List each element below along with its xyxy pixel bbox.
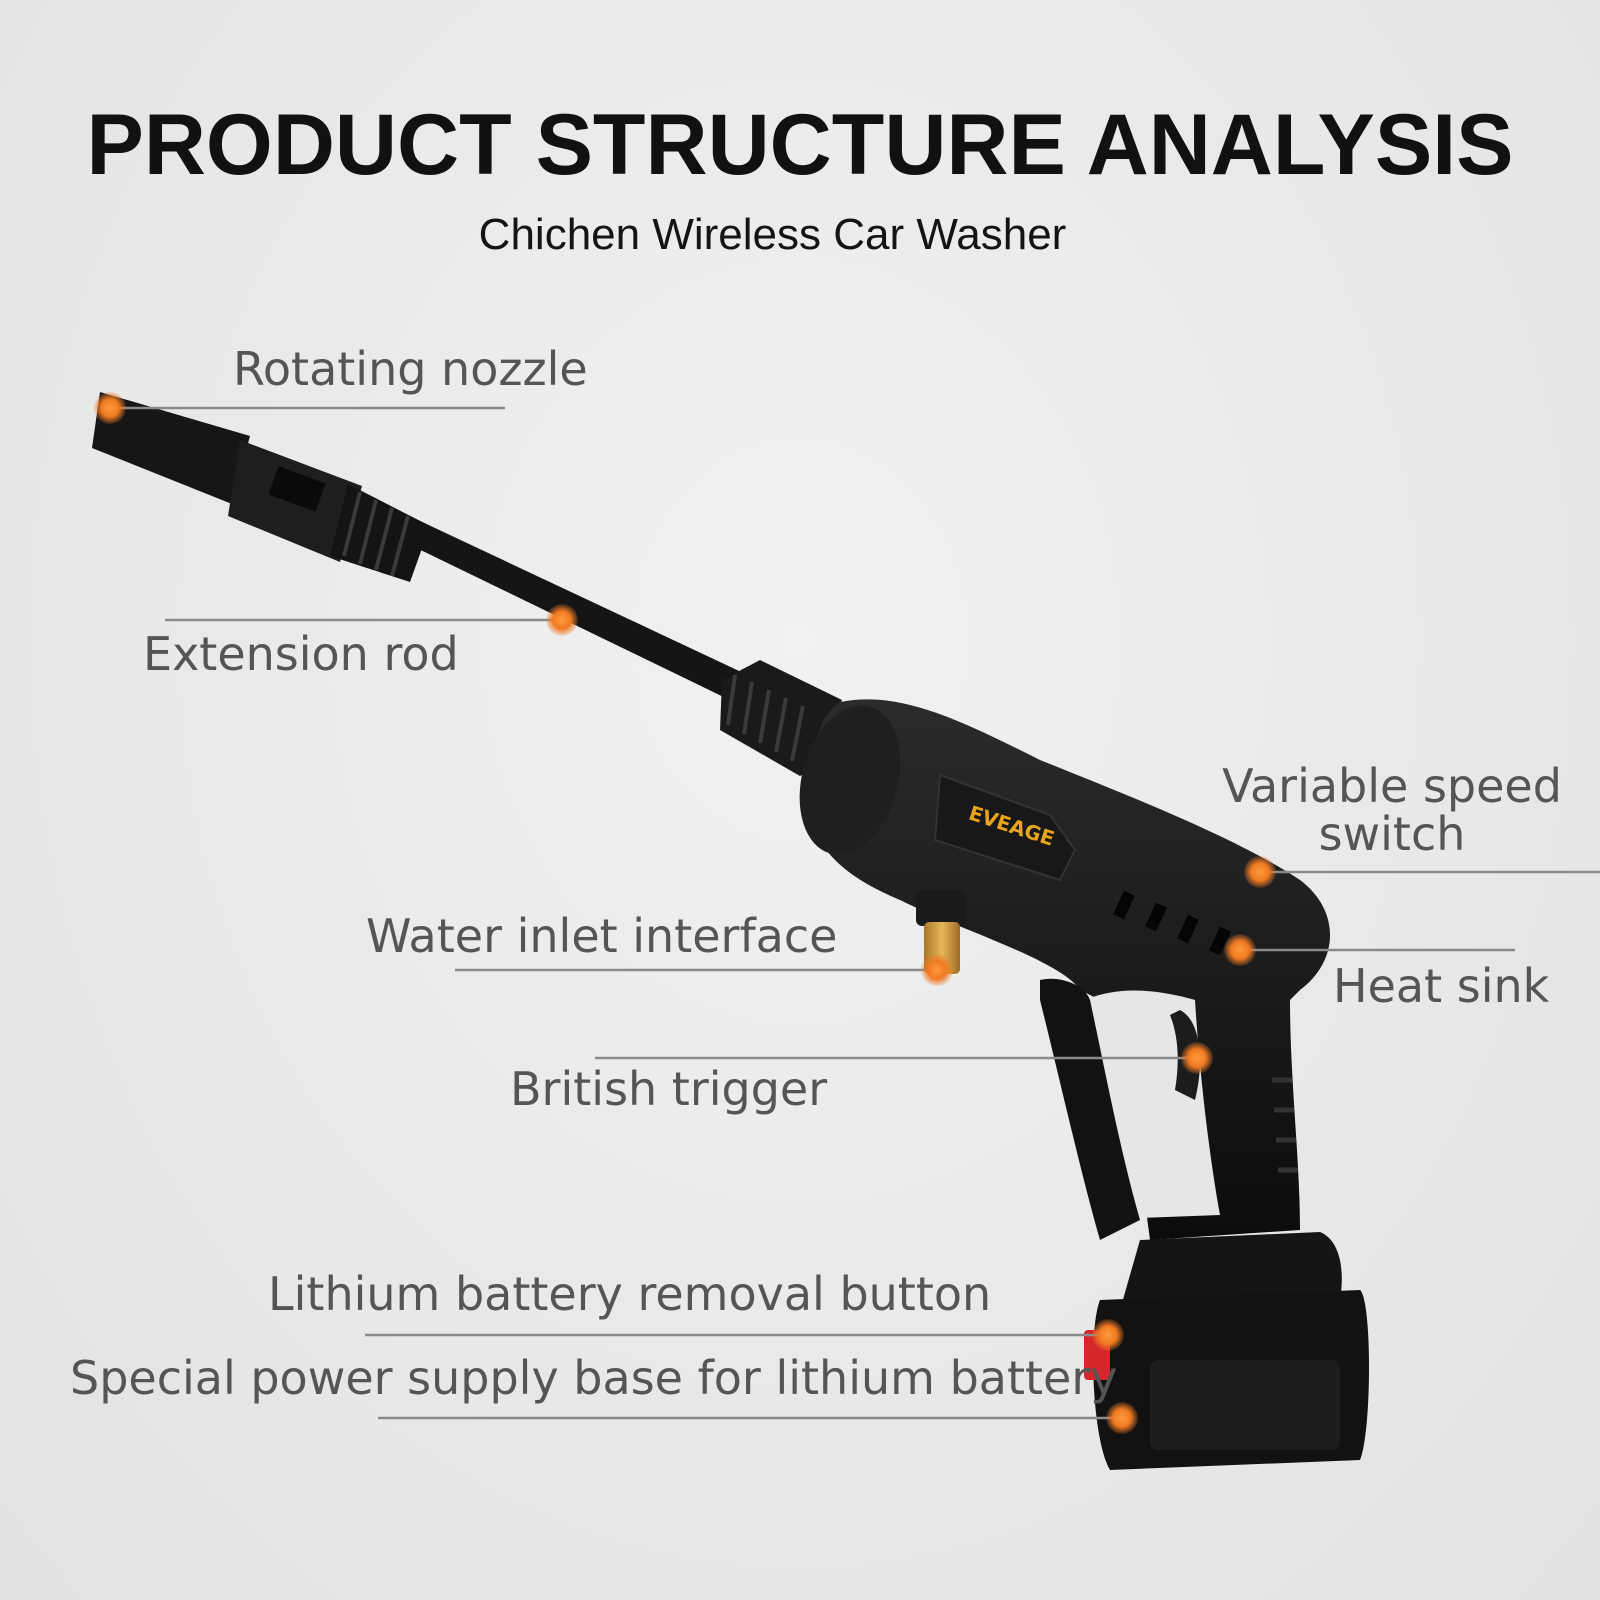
marker-water-inlet <box>921 954 953 986</box>
grip-ribs <box>1272 1077 1298 1173</box>
marker-variable-speed-switch <box>1244 856 1276 888</box>
label-extension-rod: Extension rod <box>143 627 459 681</box>
housing-front-face <box>799 705 901 855</box>
marker-rotating-nozzle <box>94 392 126 424</box>
nozzle-assembly <box>92 392 430 582</box>
marker-heat-sink <box>1224 934 1256 966</box>
battery-pack <box>1084 1232 1369 1470</box>
front-grip-arm <box>1040 978 1140 1240</box>
heat-sink-vents <box>1113 890 1231 956</box>
page-title: PRODUCT STRUCTURE ANALYSIS <box>86 97 1514 193</box>
label-variable-speed-switch-line1: Variable speed <box>1222 759 1562 813</box>
marker-battery-removal <box>1092 1319 1124 1351</box>
label-variable-speed-switch: Variable speed switch <box>1222 762 1562 859</box>
label-power-supply-base: Special power supply base for lithium ba… <box>70 1351 1118 1405</box>
label-rotating-nozzle: Rotating nozzle <box>233 342 588 396</box>
label-variable-speed-switch-line2: switch <box>1318 807 1466 862</box>
label-battery-removal-button: Lithium battery removal button <box>268 1267 992 1321</box>
washer-gun: EVEAGE <box>92 392 1369 1470</box>
marker-power-supply-base <box>1106 1402 1138 1434</box>
callout-markers <box>94 392 1276 1434</box>
marker-british-trigger <box>1181 1042 1213 1074</box>
page-subtitle: Chichen Wireless Car Washer <box>478 210 1067 259</box>
label-water-inlet-interface: Water inlet interface <box>366 909 838 963</box>
label-british-trigger: British trigger <box>510 1062 828 1116</box>
label-heat-sink: Heat sink <box>1333 959 1550 1013</box>
marker-extension-rod <box>546 604 578 636</box>
leader-lines <box>110 406 1600 1420</box>
logo-panel <box>933 773 1077 882</box>
extension-rod-shape <box>400 520 822 738</box>
